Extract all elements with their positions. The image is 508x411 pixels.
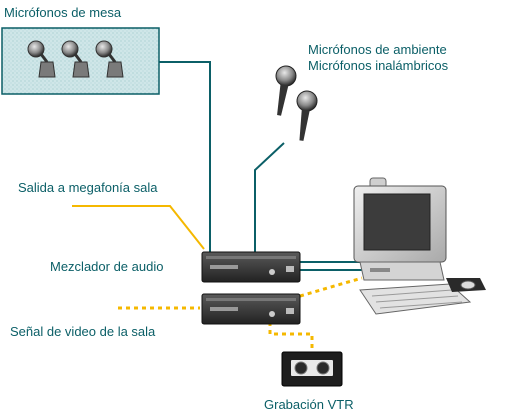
desk-mic-icon bbox=[27, 40, 56, 78]
desk-microphones-label: Micrófonos de mesa bbox=[4, 5, 122, 20]
video-switcher-device bbox=[201, 293, 301, 325]
ambient-mics-audio-line bbox=[254, 142, 285, 252]
desk-microphones-panel bbox=[1, 27, 160, 95]
pa-output-label: Salida a megafonía sala bbox=[18, 180, 158, 195]
computer-workstation-icon bbox=[353, 177, 486, 315]
ambient-microphones-label: Micrófonos de ambiente bbox=[308, 42, 447, 57]
wireless-microphones-label: Micrófonos inalámbricos bbox=[308, 58, 449, 73]
audio-mixer-label: Mezclador de audio bbox=[50, 259, 164, 274]
vtr-recording-label: Grabación VTR bbox=[264, 397, 354, 411]
video-to-vtr-line bbox=[268, 322, 314, 352]
video-to-computer-line bbox=[299, 276, 363, 298]
handheld-mic-icon bbox=[296, 90, 318, 141]
room-video-label: Señal de video de la sala bbox=[10, 324, 156, 339]
desk-mic-icon bbox=[61, 40, 90, 78]
vtr-cassette-icon bbox=[281, 351, 343, 387]
connection-lines bbox=[72, 61, 363, 352]
desk-mics-audio-line bbox=[159, 61, 211, 252]
desk-mic-icon bbox=[95, 40, 124, 78]
pa-output-line bbox=[72, 205, 205, 250]
handheld-mic-icon bbox=[275, 65, 297, 116]
audio-mixer-device bbox=[201, 251, 301, 283]
